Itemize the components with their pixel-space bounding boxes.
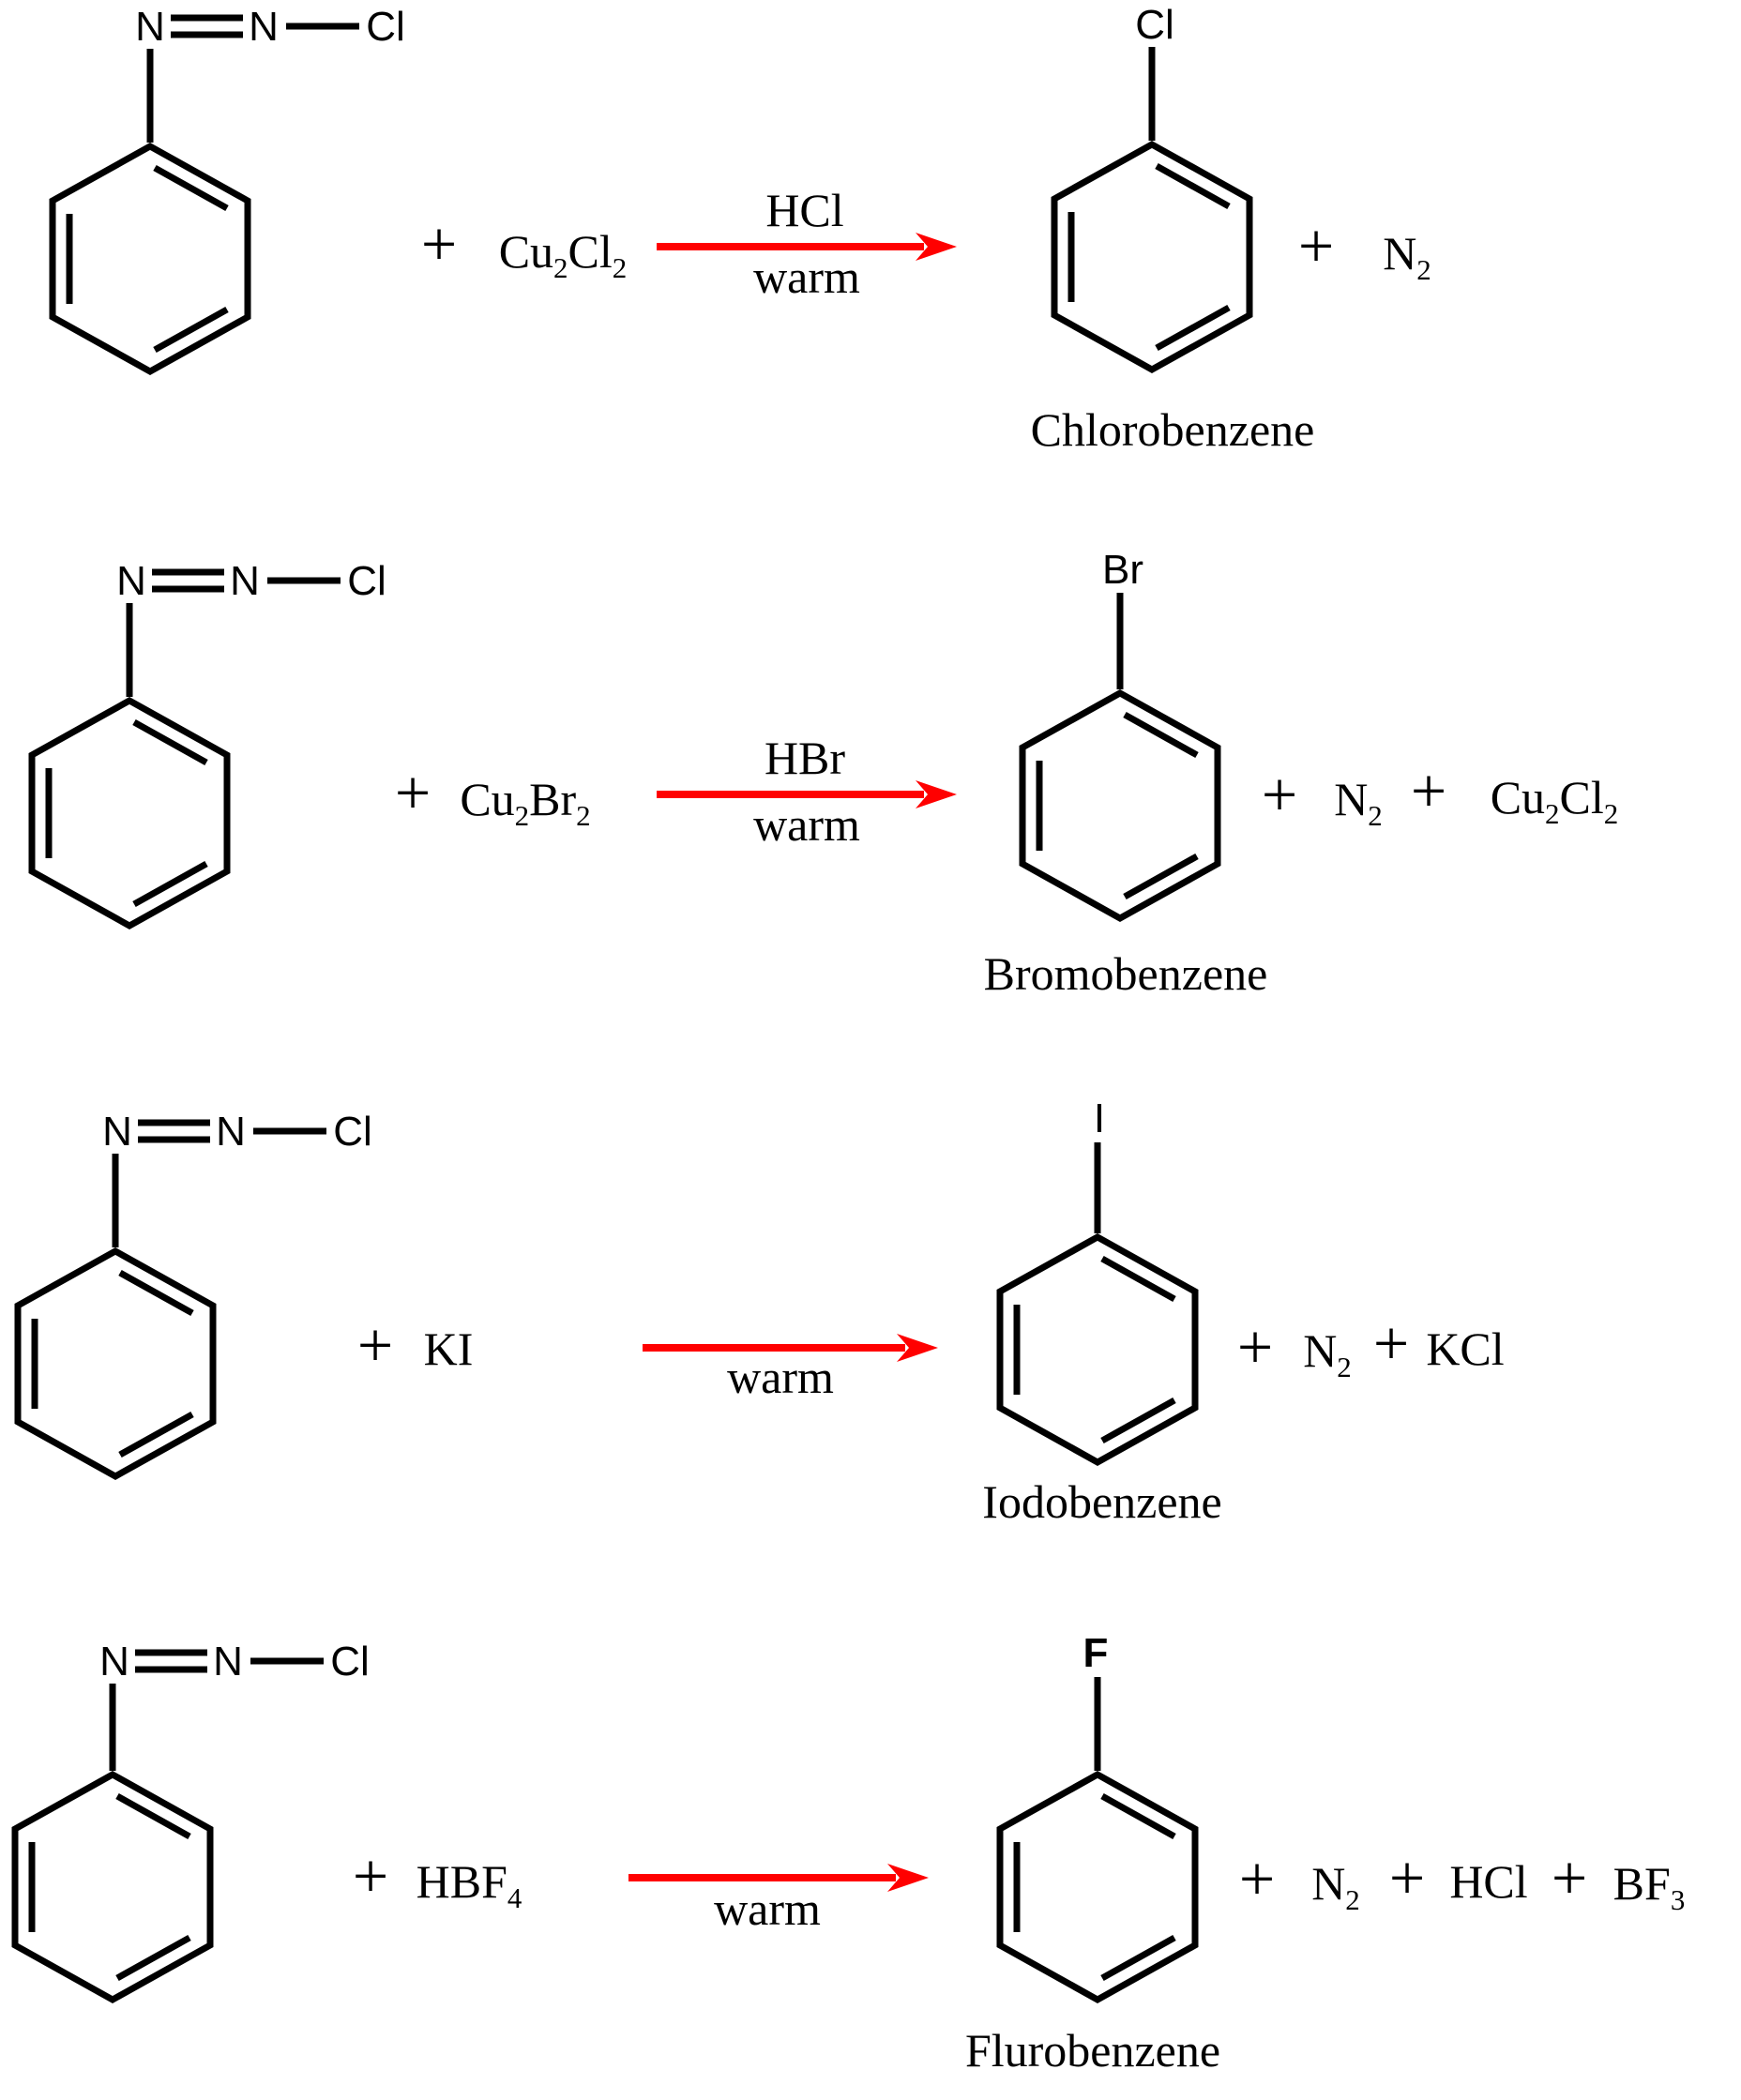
byproduct-formula: Cu2Cl2	[1490, 771, 1619, 830]
byproduct-formula: BF3	[1612, 1857, 1686, 1916]
condition-below-arrow: warm	[714, 1882, 821, 1935]
reaction-1-graphics	[53, 14, 1249, 371]
benzene-ring	[18, 1251, 213, 1476]
azo-n1-label: N	[102, 1109, 132, 1155]
benzene-ring	[1000, 1775, 1195, 2000]
condition-above-arrow: HBr	[764, 732, 846, 784]
benzene-ring	[32, 701, 227, 926]
azo-halide-label: Cl	[330, 1639, 370, 1685]
benzene-ring	[53, 146, 248, 371]
azo-n2-label: N	[249, 4, 279, 50]
azo-n2-label: N	[230, 558, 260, 604]
reaction-arrow-head	[887, 1864, 929, 1892]
product-substituent-label: Br	[1102, 547, 1143, 593]
plus-sign: +	[420, 208, 458, 279]
product-name: Bromobenzene	[983, 947, 1268, 1000]
plus-sign: +	[1388, 1842, 1426, 1913]
reaction-4-graphics	[15, 1649, 1195, 2000]
byproduct-formula: HCl	[1449, 1855, 1528, 1908]
reagent-formula: KI	[423, 1322, 474, 1375]
byproduct-formula: N2	[1311, 1857, 1360, 1916]
condition-above-arrow: HCl	[765, 184, 844, 236]
product-substituent-label: F	[1082, 1630, 1109, 1676]
product-substituent-label: I	[1093, 1095, 1106, 1141]
plus-sign: +	[1261, 759, 1298, 830]
plus-sign: +	[1238, 1843, 1276, 1914]
product-substituent-label: Cl	[1135, 2, 1174, 48]
benzene-ring	[15, 1775, 210, 2000]
azo-n2-label: N	[213, 1639, 243, 1685]
azo-halide-label: Cl	[366, 4, 405, 50]
condition-below-arrow: warm	[753, 798, 860, 851]
product-name: Chlorobenzene	[1030, 403, 1315, 456]
reaction-arrow-head	[916, 233, 957, 261]
plus-sign: +	[1551, 1842, 1588, 1913]
reagent-formula: Cu2Cl2	[498, 225, 628, 284]
azo-halide-label: Cl	[347, 558, 386, 604]
azo-n1-label: N	[135, 4, 165, 50]
reagent-formula: Cu2Br2	[460, 773, 591, 832]
benzene-ring	[1022, 693, 1218, 918]
plus-sign: +	[356, 1309, 394, 1381]
byproduct-formula: N2	[1383, 227, 1431, 286]
benzene-ring	[1000, 1237, 1195, 1462]
reagent-formula: HBF4	[416, 1855, 522, 1914]
byproduct-formula: N2	[1303, 1324, 1352, 1383]
product-name: Iodobenzene	[982, 1475, 1222, 1528]
product-name: Flurobenzene	[964, 2024, 1221, 2077]
condition-below-arrow: warm	[753, 250, 860, 303]
azo-n1-label: N	[99, 1639, 129, 1685]
benzene-ring	[1054, 144, 1249, 370]
azo-n1-label: N	[116, 558, 146, 604]
plus-sign: +	[352, 1840, 389, 1911]
reaction-3-graphics	[18, 1119, 1195, 1476]
condition-below-arrow: warm	[727, 1351, 834, 1403]
plus-sign: +	[1410, 755, 1447, 826]
reaction-2-graphics	[32, 568, 1218, 926]
plus-sign: +	[1236, 1311, 1274, 1382]
reaction-arrow-head	[916, 780, 957, 808]
byproduct-formula: KCl	[1426, 1322, 1505, 1375]
plus-sign: +	[394, 757, 431, 828]
azo-halide-label: Cl	[333, 1109, 372, 1155]
reaction-arrow-head	[897, 1334, 938, 1362]
plus-sign: +	[1297, 210, 1335, 281]
byproduct-formula: N2	[1334, 773, 1383, 832]
plus-sign: +	[1372, 1307, 1410, 1379]
azo-n2-label: N	[216, 1109, 246, 1155]
